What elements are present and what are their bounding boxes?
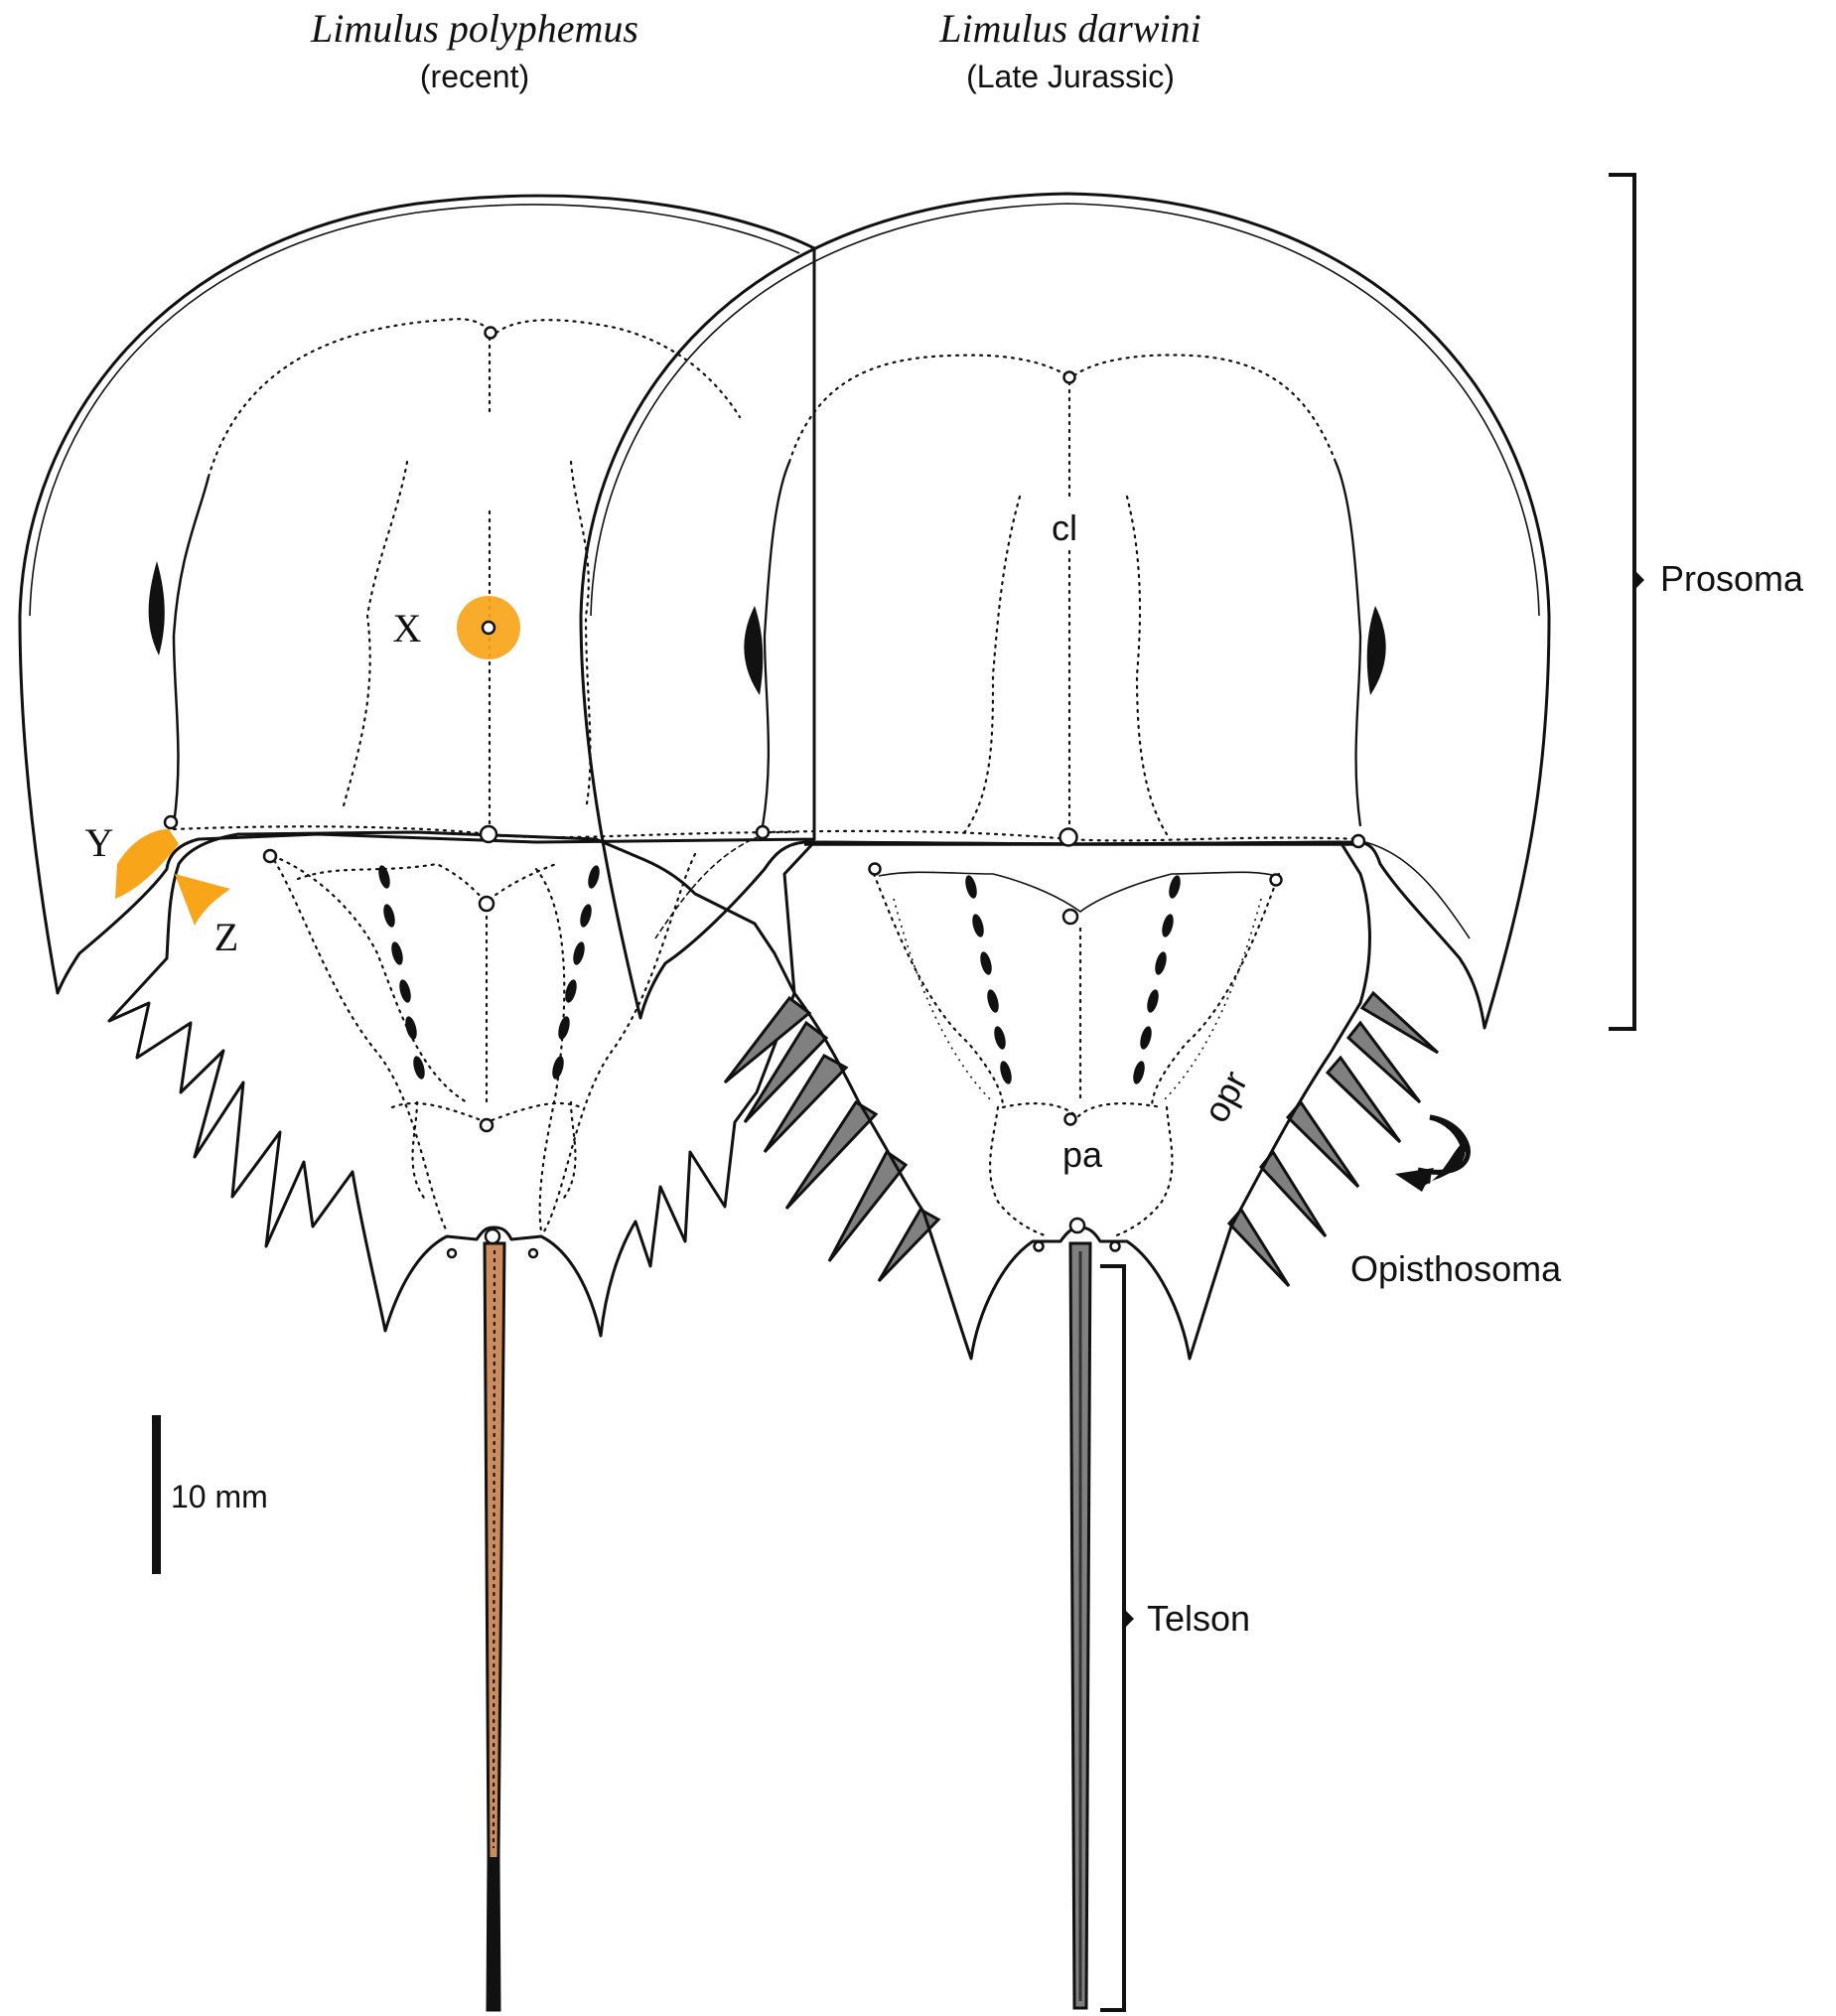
- landmark-z-label: Z: [214, 915, 238, 959]
- landmark-y-label: Y: [85, 820, 114, 865]
- opisthosoma-annotation: Opisthosoma: [1350, 1114, 1562, 1289]
- label-cl: cl: [1052, 507, 1077, 548]
- species-age-left: (recent): [420, 59, 529, 94]
- telson-left: [483, 1241, 506, 2012]
- scale-bar-label: 10 mm: [171, 1479, 268, 1514]
- telson-bracket: Telson: [1100, 1264, 1250, 2012]
- opisthosoma-left: [107, 830, 796, 1338]
- title-right: Limulus darwini (Late Jurassic): [938, 6, 1200, 94]
- species-name-left: Limulus polyphemus: [310, 6, 638, 51]
- apodemes-left: [378, 865, 600, 1080]
- landmark-z: Z: [175, 874, 238, 959]
- curved-arrow-icon: [1413, 1144, 1466, 1187]
- specimen-limulus-polyphemus: X Y Z: [18, 194, 816, 2012]
- scale-bar-line: [152, 1415, 161, 1574]
- label-pa: pa: [1062, 1134, 1103, 1175]
- label-prosoma: Prosoma: [1660, 558, 1804, 599]
- prosoma-right: cl: [579, 192, 1551, 1030]
- spines-left-side: [723, 995, 941, 1283]
- species-age-right: (Late Jurassic): [966, 59, 1175, 94]
- specimen-limulus-darwini: pa opr: [579, 192, 1551, 2010]
- spines-right-side: [1226, 990, 1440, 1288]
- scale-bar: 10 mm: [152, 1415, 268, 1574]
- landmark-x-label: X: [393, 606, 422, 650]
- title-left: Limulus polyphemus (recent): [310, 6, 638, 94]
- landmark-x: X: [393, 596, 520, 659]
- label-opr: opr: [1196, 1065, 1256, 1129]
- landmark-y: Y: [85, 820, 179, 899]
- prosoma-left: [18, 194, 816, 995]
- prosoma-bracket: Prosoma: [1609, 173, 1804, 1031]
- species-name-right: Limulus darwini: [938, 6, 1200, 51]
- telson-right: [1068, 1241, 1092, 2010]
- apodemes-right: [965, 875, 1181, 1084]
- label-telson: Telson: [1147, 1598, 1250, 1639]
- opisthosoma-right: pa opr: [723, 840, 1440, 1361]
- label-opisthosoma: Opisthosoma: [1350, 1248, 1562, 1289]
